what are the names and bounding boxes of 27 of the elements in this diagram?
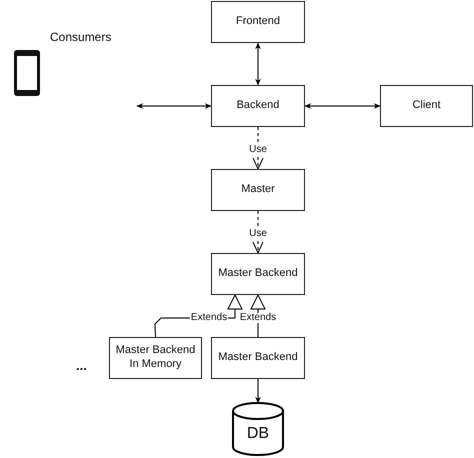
- edge-label: Extends: [190, 313, 228, 323]
- node-label: Master Backend: [218, 351, 298, 365]
- node-label: Frontend: [236, 15, 280, 29]
- class-box: [380, 85, 473, 127]
- edge-label: Extends: [238, 313, 278, 323]
- node-label: Master Backend: [218, 267, 298, 281]
- edge-label: Use: [248, 145, 268, 155]
- class-box: [109, 337, 202, 379]
- dashed-arrow: [252, 126, 264, 170]
- class-box: [211, 337, 305, 379]
- node-label: DB: [246, 424, 270, 444]
- ellipsis-text: ...: [76, 357, 87, 375]
- class-box: [211, 85, 305, 127]
- arrow: [255, 42, 261, 86]
- node-label: Client: [412, 99, 441, 113]
- group-label: Consumers: [50, 29, 112, 46]
- node-label: Master: [241, 183, 275, 197]
- class-box: [211, 169, 305, 211]
- edge-label: Use: [248, 229, 268, 239]
- node-label: Backend: [236, 99, 280, 113]
- arrow: [255, 378, 261, 404]
- node-label: Master Backend In Memory: [114, 344, 196, 372]
- class-box: [211, 253, 305, 295]
- dashed-arrow: [252, 210, 264, 254]
- arrow: [136, 103, 212, 109]
- arrow: [304, 103, 381, 109]
- class-box: [211, 1, 305, 43]
